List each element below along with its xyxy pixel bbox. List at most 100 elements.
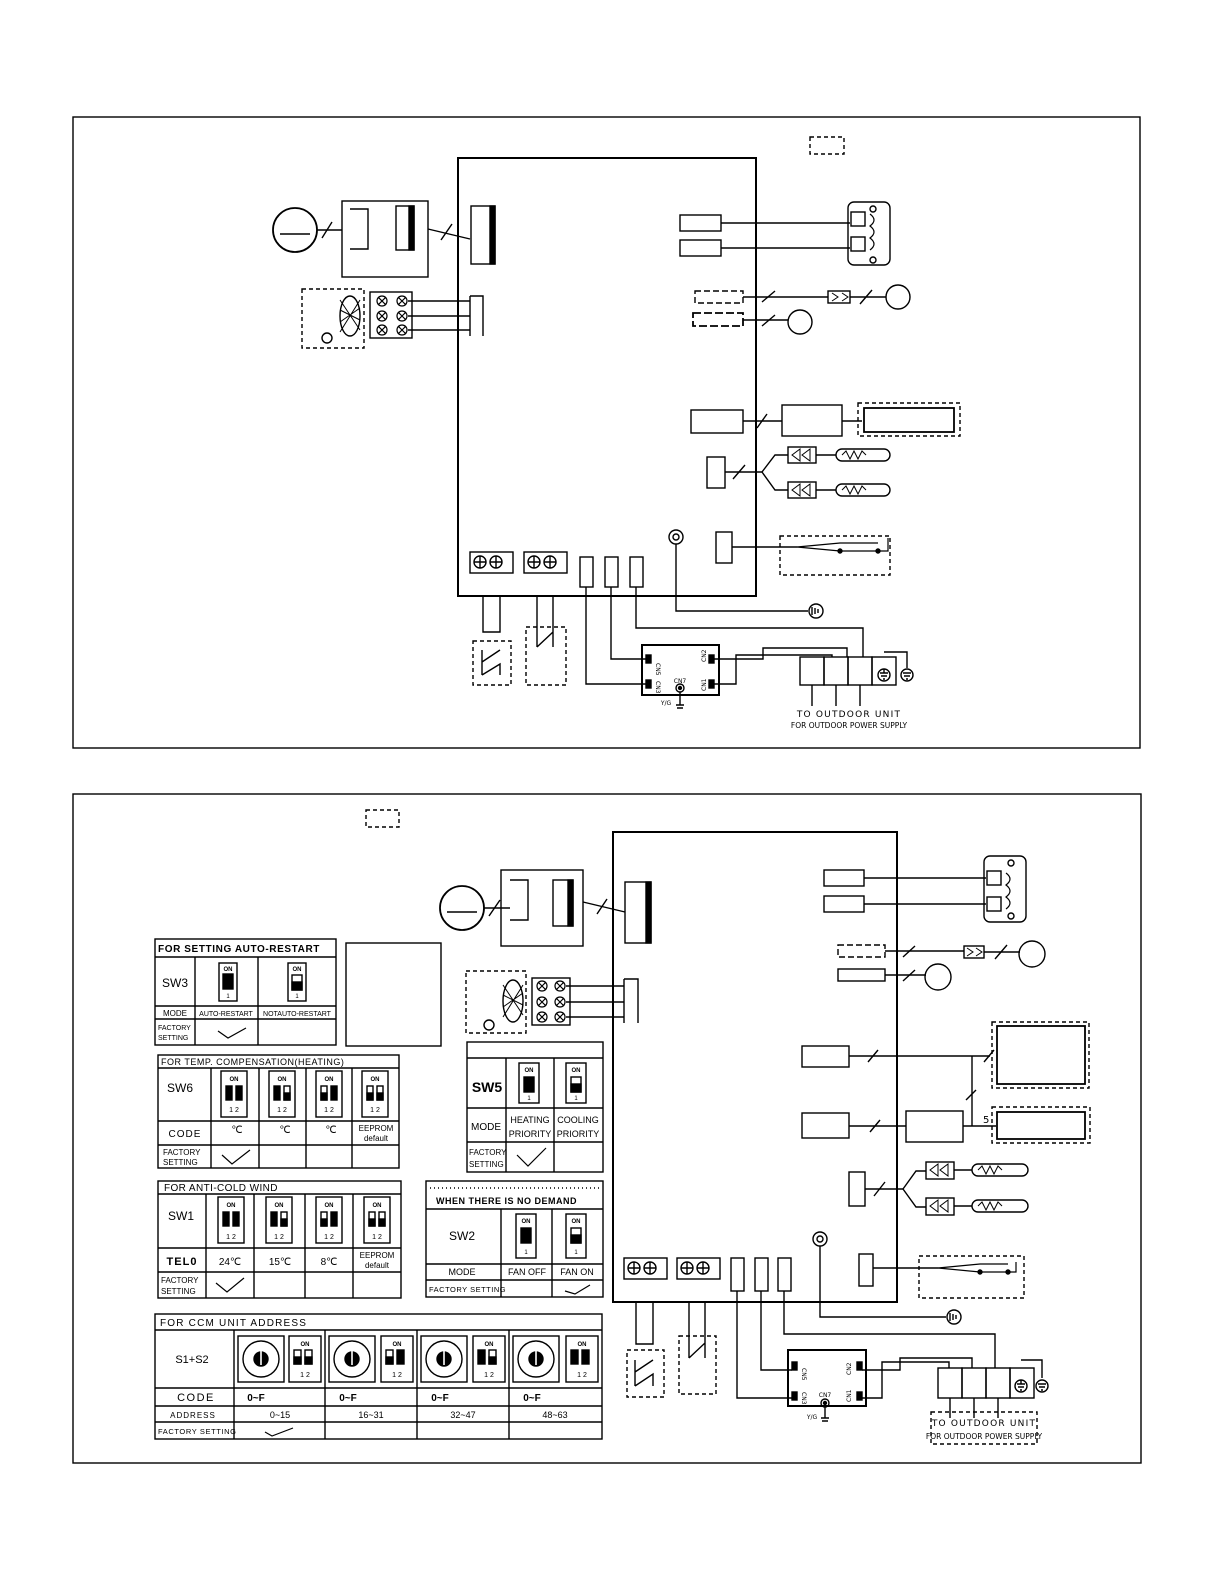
cn7-label: CN7 [674,678,687,685]
diagram-1-frame [72,116,1141,749]
sw5-mode-1-line1: HEATING [510,1115,549,1125]
sw5-table [466,1041,604,1173]
sw1-pos-3: 1 2 [324,1234,334,1241]
legend-dashed-box-2 [365,809,400,828]
sw1-table-text: FOR ANTI-COLD WIND SW1 ON 1 2 ON 1 2 ON … [161,1183,395,1296]
sw3-table-text: FOR SETTING AUTO-RESTART SW3 ON 1 ON 1 M… [158,944,332,1042]
sw2-on-2: ON [572,1219,581,1225]
cn3-label: CN3 [654,681,661,694]
ccm-code-3: 0~F [431,1393,449,1404]
sw6-factory-1: FACTORY [163,1148,201,1157]
ccm-address-3: 32~47 [450,1410,475,1420]
sw2-on-1: ON [522,1219,531,1225]
louver-motor-icon [787,309,813,335]
sw2-mode-2: FAN ON [560,1267,594,1277]
sw1-on-3: ON [325,1203,334,1209]
sw1-default: default [365,1261,390,1270]
main-control-board-2 [612,831,898,1303]
sw1-temp-2: 15℃ [269,1257,291,1268]
ccm-title: FOR CCM UNIT ADDRESS [160,1318,307,1329]
diagram-1-labels: TO OUTDOOR UNIT FOR OUTDOOR POWER SUPPLY… [654,649,908,730]
sw5-pos-2: 1 [574,1096,578,1102]
signal-terminal-block-group-2 [465,970,639,1034]
sw6-on-2: ON [278,1077,287,1083]
sw5-on-2: ON [572,1068,581,1074]
sw6-pos-1: 1 2 [229,1107,239,1114]
fan-motor-group [272,200,496,278]
ccm-code-2: 0~F [339,1393,357,1404]
sw6-switch-label: SW6 [167,1081,193,1095]
sw3-mode-2: NOTAUTO-RESTART [263,1011,332,1018]
sw5-pos-1: 1 [527,1096,531,1102]
ccm-address-4: 48~63 [542,1410,567,1420]
right-peripherals-1 [668,201,961,576]
cn1-label: CN1 [701,678,708,691]
sw3-table [154,938,337,1046]
cn2-label: CN2 [701,649,708,662]
ccm-on-3: ON [485,1342,494,1348]
sw6-code-3: ℃ [325,1125,336,1136]
to-outdoor-unit-label-2: TO OUTDOOR UNIT [931,1419,1036,1429]
sw5-table-text: SW5 ON 1 ON 1 MODE HEATING PRIORITY COOL… [469,1068,599,1169]
sw3-mode-1: AUTO-RESTART [199,1011,253,1018]
sw1-table [157,1180,402,1299]
sw5-factory-1: FACTORY [469,1148,507,1157]
sw3-title: FOR SETTING AUTO-RESTART [158,944,320,955]
sw6-code-label: CODE [169,1129,202,1140]
wiring-diagram-1: TO OUTDOOR UNIT FOR OUTDOOR POWER SUPPLY… [72,116,1141,749]
sw1-switch-label: SW1 [168,1209,194,1223]
sw1-pos-1: 1 2 [226,1234,236,1241]
fan-motor-icon-2 [439,885,485,931]
to-outdoor-unit-label: TO OUTDOOR UNIT [796,710,901,720]
sw6-on-4: ON [371,1077,380,1083]
fan-motor-group-2 [439,869,652,947]
yg-label-2: Y/G [806,1414,818,1421]
bottom-connectors-1 [469,544,824,686]
sw2-switch-label: SW2 [449,1229,475,1243]
ccm-pos-2: 1 2 [392,1372,402,1379]
ccm-factory: FACTORY SETTING [158,1427,237,1436]
wiring-diagram-2: TO OUTDOOR UNIT FOR OUTDOOR POWER SUPPLY… [72,793,1142,1464]
ccm-address-2: 16~31 [358,1410,383,1420]
sw6-eeprom: EEPROM [359,1124,394,1133]
sw5-switch-label: SW5 [472,1079,503,1095]
swing-motor-icon [885,284,911,310]
display-panel-2 [996,1025,1086,1085]
sw1-eeprom: EEPROM [360,1251,395,1260]
sw3-pos-2: 1 [295,994,299,1000]
swing-connector-icon [827,290,851,304]
sw6-pos-2: 1 2 [277,1107,287,1114]
sw3-factory-2: SETTING [158,1035,188,1042]
sw6-pos-4: 1 2 [370,1107,380,1114]
sw1-temp-3: 8℃ [321,1257,338,1268]
ccm-pos-4: 1 2 [577,1372,587,1379]
interface-module-2 [736,1291,1049,1445]
sw5-mode-2-line2: PRIORITY [557,1129,600,1139]
diagram-2-labels: TO OUTDOOR UNIT FOR OUTDOOR POWER SUPPLY… [800,1115,1043,1441]
sw1-pos-4: 1 2 [372,1234,382,1241]
sw6-code-2: ℃ [279,1125,290,1136]
sw3-on-1: ON [224,967,233,973]
sw2-factory: FACTORY SETTING [429,1285,506,1294]
sw6-on-1: ON [230,1077,239,1083]
sw1-title: FOR ANTI-COLD WIND [164,1183,278,1194]
ccm-pos-3: 1 2 [484,1372,494,1379]
fan-motor-icon [272,207,318,253]
sw2-pos-1: 1 [524,1250,528,1256]
sw2-table-text: WHEN THERE IS NO DEMAND SW2 ON 1 ON 1 MO… [429,1196,594,1294]
ccm-address-label: ADDRESS [170,1411,216,1420]
diagram-2-frame [72,793,1142,1464]
sw5-on-1: ON [525,1068,534,1074]
terminal-block [369,291,413,339]
cn7-label-2: CN7 [819,1392,832,1399]
sw3-pos-1: 1 [226,994,230,1000]
sw2-mode-label: MODE [449,1267,476,1277]
sw5-mode-2-line1: COOLING [557,1115,599,1125]
sw6-table-text: FOR TEMP. COMPENSATION(HEATING) SW6 ON 1… [161,1057,394,1167]
sw1-factory-1: FACTORY [161,1276,199,1285]
ccm-on-1: ON [301,1342,310,1348]
rotary-switch-3 [420,1335,506,1383]
cn5-label-2: CN5 [800,1368,807,1381]
sw1-temp-1: 24℃ [219,1257,241,1268]
